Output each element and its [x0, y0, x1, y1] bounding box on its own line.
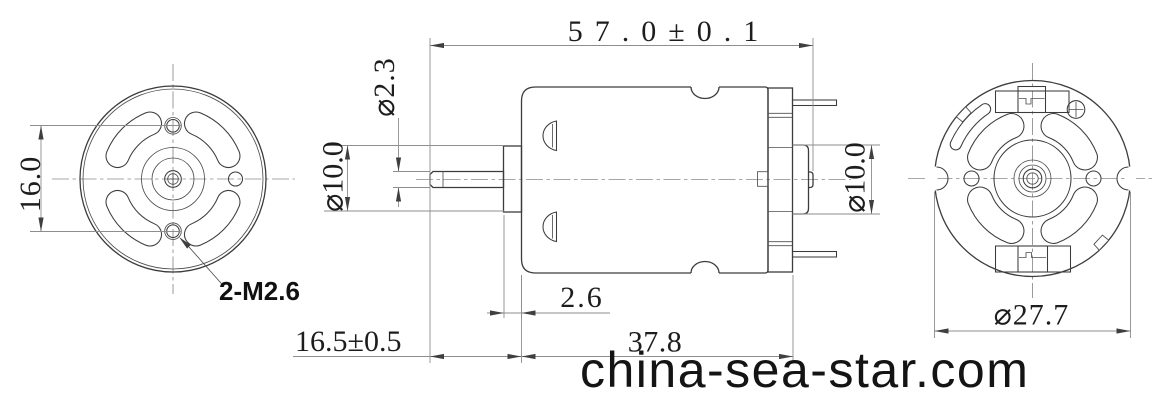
watermark: china-sea-star.com [580, 342, 1029, 398]
front-center-mark [166, 172, 180, 186]
rear-screw [1066, 100, 1086, 119]
rear-bearing-ring-mid [1018, 164, 1047, 193]
terminal-pin-top [791, 99, 838, 107]
rear-shaft-tip [808, 171, 814, 189]
dim-rear-boss-diameter: ⌀10.0 [792, 142, 880, 215]
front-outer-rim [79, 85, 267, 273]
front-bushing [502, 145, 523, 213]
rear-left-notch [936, 166, 949, 191]
front-inner-rim [82, 88, 264, 270]
dim-bushing-length: 2.6 [487, 215, 610, 318]
dim-body-diameter: ⌀27.7 [934, 192, 1131, 338]
side-view: 57.0±0.1 ⌀2.3 ⌀10.0 ⌀10.0 2.6 [293, 15, 880, 363]
dim-text-overall-length: 57.0±0.1 [568, 15, 770, 48]
front-boss-circle [151, 157, 195, 201]
dim-shaft-diameter: ⌀2.3 [368, 57, 430, 207]
rear-rim-key-notch-bottom-right [1093, 234, 1110, 251]
front-view: 16.0 2-M2.6 [14, 64, 300, 306]
rear-side-hole-left [963, 170, 980, 187]
front-hub-circle [141, 147, 205, 211]
body-vent-bottom [542, 211, 558, 243]
front-vent-slots [105, 111, 241, 247]
body-top-notch [690, 86, 720, 100]
dim-mount-hole-spacing: 16.0 [14, 125, 182, 232]
rear-arc-slot [949, 103, 992, 151]
dim-text-bushing-length: 2.6 [560, 281, 604, 314]
dim-front-bushing-diameter: ⌀10.0 [317, 141, 504, 212]
rear-hub-circle [993, 139, 1072, 218]
terminal-pin-bottom [791, 250, 838, 258]
end-cap [767, 87, 794, 273]
mount-hole-label: 2-M2.6 [219, 276, 300, 306]
dim-text-shaft-diameter: ⌀2.3 [368, 57, 401, 117]
rear-vent-slots [967, 113, 1098, 244]
body-bottom-notch [690, 260, 720, 274]
dim-text-shaft-length: 16.5±0.5 [295, 325, 401, 358]
rear-terminal-block-bottom [994, 245, 1072, 273]
mount-hole-callout: 2-M2.6 [179, 237, 300, 306]
rear-view: ⌀27.7 [908, 63, 1152, 338]
dim-text-rear-boss-diameter: ⌀10.0 [839, 142, 872, 213]
dim-text-body-length: 37.8 [628, 326, 683, 359]
rear-shaft-end [1026, 172, 1039, 185]
rear-side-hole-right [1085, 170, 1102, 187]
body-vent-top [542, 120, 558, 152]
rear-rim-key-notch-top-left [955, 106, 972, 123]
dim-shaft-length-and-body-length: 16.5±0.5 37.8 [293, 275, 794, 363]
front-shaft-bushing [164, 170, 182, 188]
rear-terminal-block-top [994, 85, 1070, 114]
front-pin-hole [227, 171, 244, 187]
rear-bearing-ring-outer [1013, 159, 1052, 198]
dim-text-body-diameter: ⌀27.7 [994, 299, 1070, 332]
rear-right-notch [1116, 166, 1129, 191]
dim-text-front-bushing-diameter: ⌀10.0 [317, 141, 350, 212]
motor-body [520, 86, 769, 274]
rear-bearing-ring-inner [1022, 168, 1043, 189]
dim-text-mount-hole-spacing: 16.0 [14, 156, 47, 213]
shaft-junction [757, 171, 769, 187]
end-cap-details [768, 112, 793, 247]
dim-overall-length: 57.0±0.1 [429, 15, 814, 363]
